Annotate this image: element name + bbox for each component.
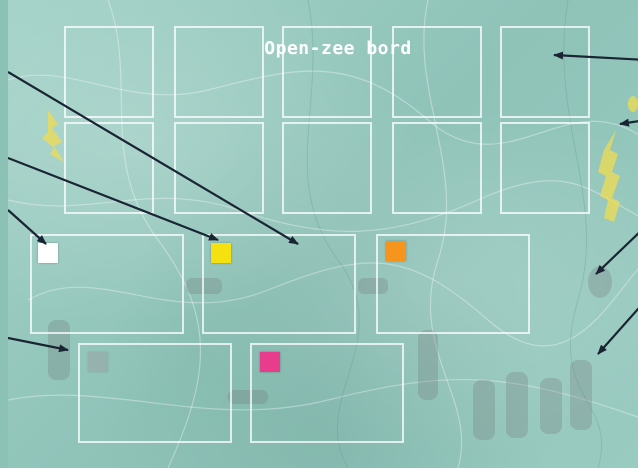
annotation-arrows — [8, 0, 638, 468]
arrow-to-gray-creature — [596, 226, 638, 274]
arrow-to-yellow-marker — [8, 158, 218, 240]
arrow-to-yellow-creature — [620, 120, 638, 124]
arrow-to-creatures-group — [598, 300, 638, 354]
arrow-to-card-slot — [554, 55, 638, 60]
arrow-to-yellow-area — [8, 72, 298, 244]
arrow-to-gray-area — [8, 338, 68, 350]
arrow-to-white-marker — [8, 210, 46, 244]
